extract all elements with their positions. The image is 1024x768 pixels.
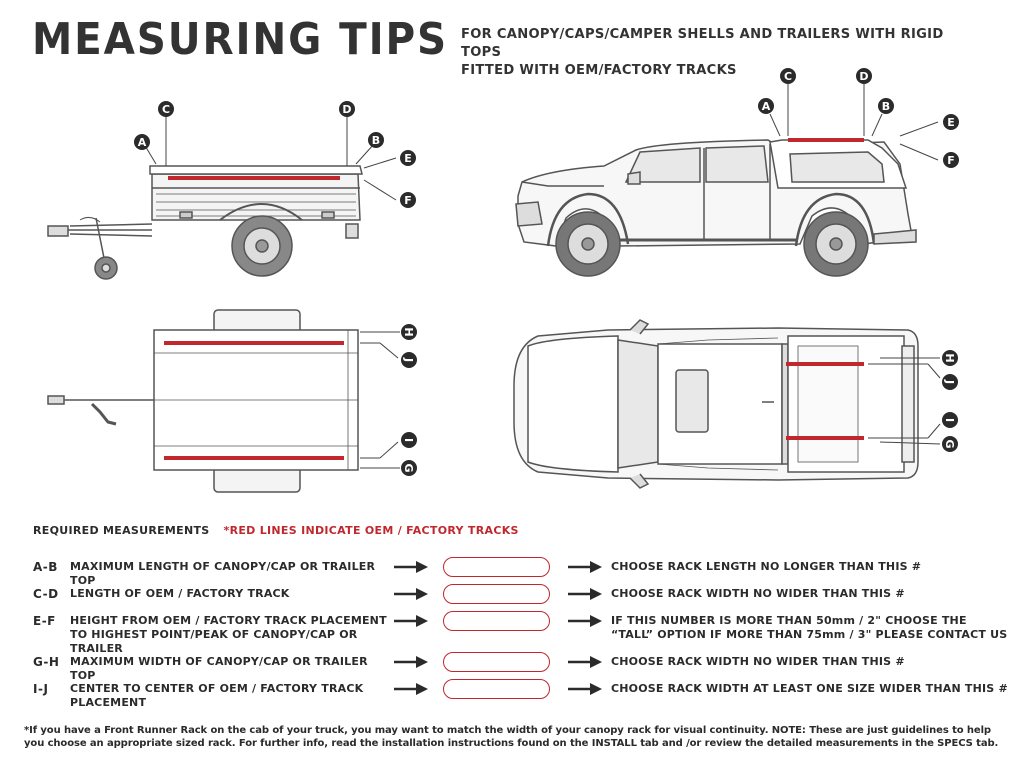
trailer-side-markers: A C D B E F (134, 101, 416, 208)
arrow-right-icon (394, 588, 428, 600)
marker-a: A (758, 98, 774, 114)
svg-text:E: E (404, 152, 412, 165)
row-code: E-F (33, 614, 56, 628)
row-code: G-H (33, 655, 60, 669)
truck-side-diagram: A C D B E F (508, 64, 978, 290)
svg-text:E: E (947, 116, 955, 129)
measurement-row-i-j: I-J CENTER TO CENTER OF OEM / FACTORY TR… (0, 679, 1024, 709)
row-description: CENTER TO CENTER OF OEM / FACTORY TRACK … (70, 682, 364, 709)
svg-text:A: A (138, 136, 147, 149)
measurement-row-e-f: E-F HEIGHT FROM OEM / FACTORY TRACK PLAC… (0, 611, 1024, 655)
row-result: CHOOSE RACK LENGTH NO LONGER THAN THIS # (611, 560, 922, 573)
measurement-input-a-b[interactable] (443, 557, 550, 577)
arrow-right-icon (568, 683, 602, 695)
svg-text:D: D (342, 103, 351, 116)
arrow-right-icon (568, 615, 602, 627)
measurement-row-a-b: A-B MAXIMUM LENGTH OF CANOPY/CAP OR TRAI… (0, 557, 1024, 587)
row-result: CHOOSE RACK WIDTH NO WIDER THAN THIS # (611, 655, 905, 668)
measurement-row-c-d: C-D LENGTH OF OEM / FACTORY TRACK CHOOSE… (0, 584, 1024, 611)
measurement-input-c-d[interactable] (443, 584, 550, 604)
subtitle-line-1: FOR CANOPY/CAPS/CAMPER SHELLS AND TRAILE… (461, 26, 944, 60)
svg-text:I: I (402, 438, 415, 442)
trailer-top-markers: H J I G (401, 324, 417, 476)
truck-side-markers: A C D B E F (758, 68, 959, 168)
footnote: *If you have a Front Runner Rack on the … (24, 725, 999, 749)
arrow-right-icon (568, 561, 602, 573)
marker-e: E (400, 150, 416, 166)
svg-text:A: A (762, 100, 771, 113)
marker-h: H (942, 350, 958, 366)
row-code: A-B (33, 560, 58, 574)
arrow-right-icon (394, 656, 428, 668)
row-description: HEIGHT FROM OEM / FACTORY TRACK PLACEMEN… (70, 614, 387, 655)
row-code: I-J (33, 682, 49, 696)
marker-f: F (400, 192, 416, 208)
marker-b: B (878, 98, 894, 114)
trailer-top-diagram: H J I G (40, 306, 430, 496)
measurement-row-g-h: G-H MAXIMUM WIDTH OF CANOPY/CAP OR TRAIL… (0, 652, 1024, 682)
svg-text:J: J (943, 379, 956, 384)
row-description: LENGTH OF OEM / FACTORY TRACK (70, 587, 290, 600)
marker-j: J (401, 352, 417, 368)
marker-d: D (339, 101, 355, 117)
row-code: C-D (33, 587, 59, 601)
requirements-header: REQUIRED MEASUREMENTS *RED LINES INDICATE… (33, 524, 519, 537)
marker-i: I (942, 412, 958, 428)
arrow-right-icon (568, 656, 602, 668)
svg-text:F: F (947, 154, 955, 167)
svg-text:H: H (402, 327, 415, 336)
marker-c: C (158, 101, 174, 117)
marker-g: G (942, 436, 958, 452)
marker-g: G (401, 460, 417, 476)
truck-top-diagram: H J I G (508, 316, 978, 492)
page-subtitle: FOR CANOPY/CAPS/CAMPER SHELLS AND TRAILE… (461, 25, 985, 79)
trailer-side-diagram: A C D B E F (40, 96, 420, 286)
requirements-heading: REQUIRED MEASUREMENTS (33, 524, 210, 537)
svg-text:C: C (784, 70, 792, 83)
svg-text:F: F (404, 194, 412, 207)
svg-text:D: D (859, 70, 868, 83)
arrow-right-icon (394, 683, 428, 695)
measurement-input-g-h[interactable] (443, 652, 550, 672)
marker-f: F (943, 152, 959, 168)
marker-h: H (401, 324, 417, 340)
marker-j: J (942, 374, 958, 390)
red-lines-note: *RED LINES INDICATE OEM / FACTORY TRACKS (223, 524, 519, 537)
svg-text:I: I (943, 418, 956, 422)
svg-text:C: C (162, 103, 170, 116)
marker-c: C (780, 68, 796, 84)
svg-text:J: J (402, 357, 415, 362)
marker-i: I (401, 432, 417, 448)
marker-e: E (943, 114, 959, 130)
marker-a: A (134, 134, 150, 150)
svg-text:B: B (882, 100, 890, 113)
svg-text:H: H (943, 353, 956, 362)
row-result: IF THIS NUMBER IS MORE THAN 50mm / 2" CH… (611, 614, 1008, 641)
page-title: MEASURING TIPS (32, 14, 448, 65)
arrow-right-icon (394, 615, 428, 627)
subtitle-line-2: FITTED WITH OEM/FACTORY TRACKS (461, 62, 737, 78)
row-result: CHOOSE RACK WIDTH AT LEAST ONE SIZE WIDE… (611, 682, 1008, 695)
truck-top-markers: H J I G (942, 350, 958, 452)
svg-text:G: G (402, 463, 415, 472)
measurement-input-i-j[interactable] (443, 679, 550, 699)
marker-b: B (368, 132, 384, 148)
svg-text:G: G (943, 439, 956, 448)
arrow-right-icon (394, 561, 428, 573)
measurement-input-e-f[interactable] (443, 611, 550, 631)
row-description: MAXIMUM WIDTH OF CANOPY/CAP OR TRAILER T… (70, 655, 368, 682)
row-result: CHOOSE RACK WIDTH NO WIDER THAN THIS # (611, 587, 905, 600)
row-description: MAXIMUM LENGTH OF CANOPY/CAP OR TRAILER … (70, 560, 376, 587)
marker-d: D (856, 68, 872, 84)
svg-text:B: B (372, 134, 380, 147)
arrow-right-icon (568, 588, 602, 600)
